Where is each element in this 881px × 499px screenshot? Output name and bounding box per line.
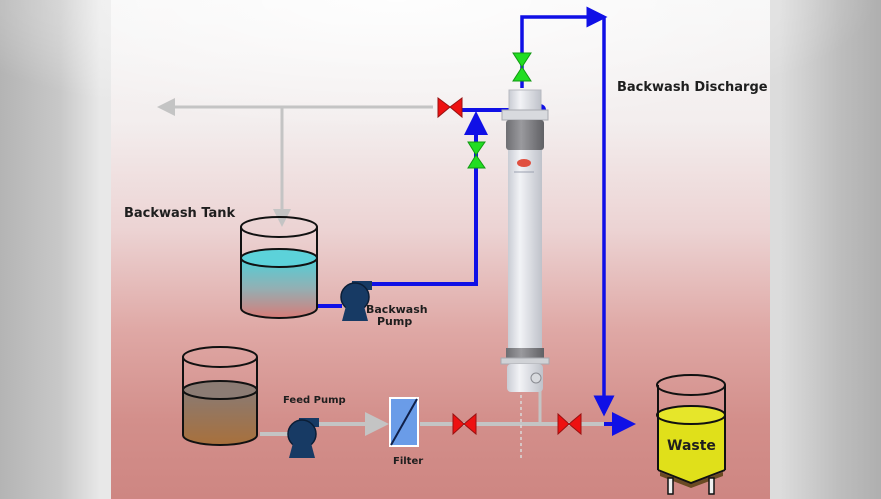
filter-icon[interactable] [389, 397, 419, 447]
waste-tank [656, 374, 726, 495]
backwash-inlet-valve[interactable] [467, 141, 486, 169]
backwash-pump-label-line2: Pump [377, 315, 412, 328]
filtrate-return-line [157, 98, 433, 227]
waste-label: Waste [667, 438, 716, 454]
feed-inlet-valve[interactable] [452, 412, 477, 436]
feed-tank [182, 346, 258, 446]
tank-leg [667, 477, 674, 495]
tank-leg [708, 477, 715, 495]
backwash-pump-icon[interactable] [340, 281, 372, 321]
backwash-pump-label: Backwash [366, 303, 428, 316]
top-discharge-valve[interactable] [512, 52, 532, 82]
feed-pump-label: Feed Pump [283, 395, 346, 406]
concentrate-valve[interactable] [557, 412, 582, 436]
uf-membrane-module [500, 89, 550, 392]
feed-pump-icon[interactable] [287, 418, 319, 458]
backwash-discharge-label: Backwash Discharge [617, 80, 768, 95]
filtrate-outlet-valve[interactable] [437, 97, 463, 119]
filter-label: Filter [393, 456, 423, 467]
brand-logo-icon [514, 159, 534, 173]
backwash-tank [240, 216, 318, 319]
backwash-tank-label: Backwash Tank [124, 206, 236, 221]
